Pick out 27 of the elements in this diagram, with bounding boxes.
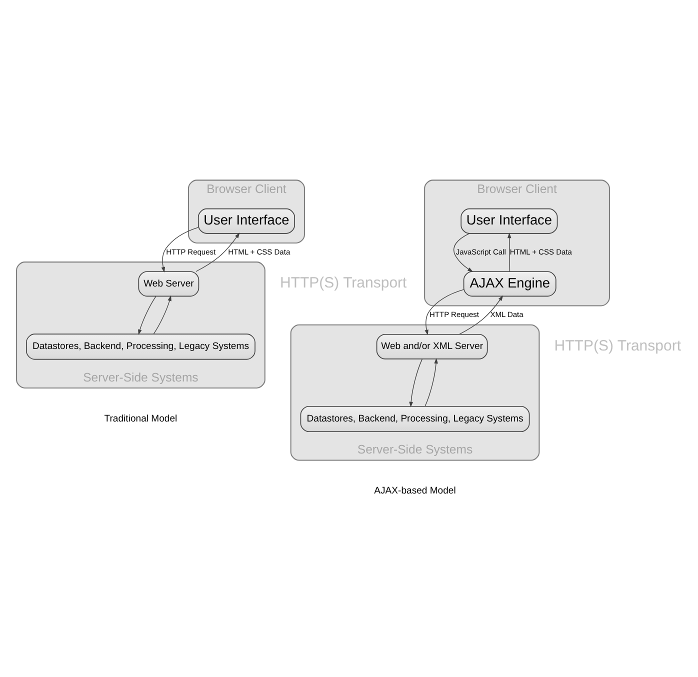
node-box: Datastores, Backend, Processing, Legacy Systems: [300, 405, 530, 432]
node-box: User Interface: [460, 208, 558, 234]
node-box: Datastores, Backend, Processing, Legacy Systems: [26, 333, 256, 360]
label: HTTP(S) Transport: [554, 336, 682, 354]
edge-label: HTML + CSS Data: [510, 246, 572, 256]
node-box: Web Server: [138, 270, 200, 296]
arrow: [196, 232, 240, 272]
label: HTTP(S) Transport: [280, 274, 407, 292]
arrow: [459, 294, 504, 334]
node-box: Web and/or XML Server: [376, 333, 488, 359]
arrow: [453, 232, 474, 272]
arrow: [161, 226, 199, 272]
edge-label: JavaScript Call: [456, 246, 506, 256]
arrow: [424, 288, 464, 335]
edge-label: HTML + CSS Data: [228, 246, 290, 256]
arrow: [138, 296, 156, 334]
node-box: AJAX Engine: [463, 270, 556, 296]
node-box: User Interface: [198, 208, 295, 234]
edge-label: XML Data: [490, 310, 524, 319]
arrow: [424, 358, 438, 406]
edge-label: HTTP Request: [166, 246, 216, 256]
edge-label: HTTP Request: [430, 310, 479, 319]
arrow: [153, 294, 172, 334]
arrow: [409, 358, 423, 407]
arrow: [507, 232, 512, 272]
label: AJAX-based Model: [374, 485, 456, 496]
label: Traditional Model: [104, 413, 178, 424]
